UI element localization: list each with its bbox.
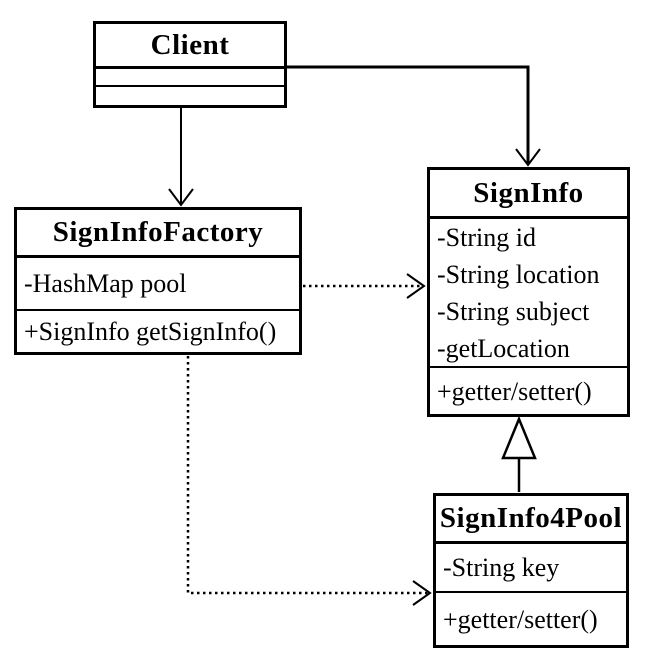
signinfo4pool-methods-compartment: +getter/setter() xyxy=(436,593,626,645)
signinfo-methods-compartment: +getter/setter() xyxy=(430,368,627,414)
method-line: +getter/setter() xyxy=(437,376,592,406)
signinfo-attributes-compartment: -String id -String location -String subj… xyxy=(430,219,627,368)
class-name-signinfofactory: SignInfoFactory xyxy=(17,210,299,258)
client-attributes-compartment xyxy=(96,69,284,87)
edge-signinfo4pool-to-signinfo xyxy=(501,415,537,492)
edge-signinfofactory-to-signinfo4pool-line xyxy=(186,356,428,595)
open-arrowhead-icon xyxy=(412,580,432,606)
edge-client-to-signinfo xyxy=(287,65,541,167)
open-arrowhead-icon xyxy=(515,148,541,167)
class-box-signinfofactory: SignInfoFactory -HashMap pool +SignInfo … xyxy=(14,207,302,355)
client-methods-compartment xyxy=(96,87,284,105)
open-arrowhead-icon xyxy=(406,273,426,299)
class-name-client: Client xyxy=(96,24,284,69)
edge-signinfofactory-to-signinfo4pool xyxy=(186,356,432,606)
class-name-signinfo: SignInfo xyxy=(430,170,627,219)
class-box-signinfo: SignInfo -String id -String location -St… xyxy=(427,167,630,417)
class-box-client: Client xyxy=(93,21,287,108)
attribute-line: -HashMap pool xyxy=(24,268,187,298)
class-box-signinfo4pool: SignInfo4Pool -String key +getter/setter… xyxy=(433,493,629,648)
open-arrowhead-icon xyxy=(168,188,194,207)
hollow-triangle-arrowhead-icon xyxy=(501,415,537,460)
attribute-line: -String subject xyxy=(437,296,590,326)
signinfofactory-attributes-compartment: -HashMap pool xyxy=(17,258,299,311)
edge-client-to-signinfofactory xyxy=(168,108,194,207)
attribute-line: -String key xyxy=(443,553,560,582)
signinfofactory-methods-compartment: +SignInfo getSignInfo() xyxy=(17,311,299,352)
attribute-line: -String id xyxy=(437,222,536,252)
attribute-line: -getLocation xyxy=(437,333,570,363)
attribute-line: -String location xyxy=(437,259,600,289)
class-name-signinfo4pool: SignInfo4Pool xyxy=(436,496,626,544)
edge-client-to-signinfo-line xyxy=(287,65,530,163)
signinfo4pool-attributes-compartment: -String key xyxy=(436,544,626,593)
method-line: +SignInfo getSignInfo() xyxy=(24,317,277,346)
edge-signinfofactory-to-signinfo xyxy=(303,273,426,299)
method-line: +getter/setter() xyxy=(443,604,598,634)
